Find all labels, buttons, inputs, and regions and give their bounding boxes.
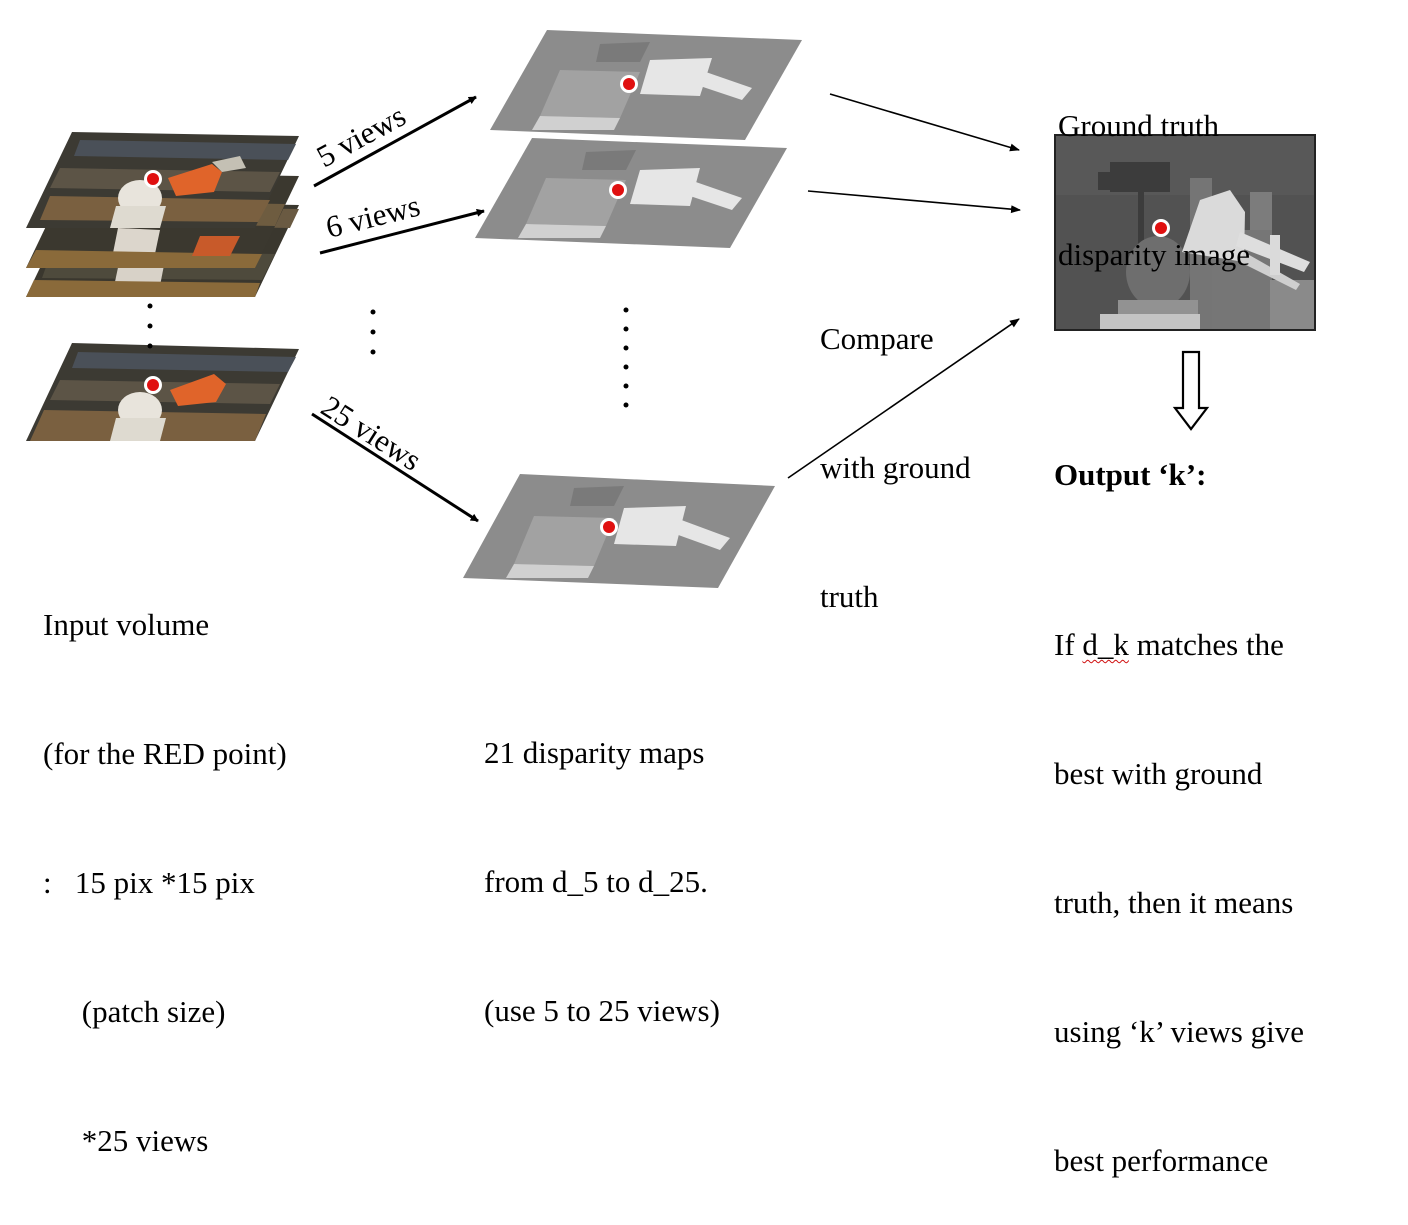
compare-arrow-d5 (829, 93, 1020, 152)
compare-line-3: truth (820, 579, 879, 614)
ellipsis-dots-input (147, 303, 153, 349)
ground-truth-title: Ground truth disparity image (1058, 18, 1250, 319)
compare-line-1: Compare (820, 321, 934, 356)
photo-slice-last (26, 343, 299, 441)
output-line-5: best performance (1054, 1143, 1269, 1178)
disparity-map-d6 (475, 138, 787, 248)
output-down-arrow (1172, 350, 1210, 431)
diagram-canvas: 5 views 6 views 25 views (26, 30, 1316, 588)
label-25-views: 25 views (315, 388, 427, 477)
output-line-3: truth, then it means (1054, 885, 1294, 920)
compare-line-2: with ground (820, 450, 971, 485)
output-title: Output ‘k’: (1054, 457, 1207, 492)
output-line-2: best with ground (1054, 756, 1263, 791)
output-description: If d_k matches the best with ground trut… (1054, 537, 1304, 1225)
ellipsis-dots-arrows (370, 309, 376, 355)
input-volume-description: Input volume (for the RED point) : 15 pi… (43, 517, 287, 1205)
ground-truth-line-1: Ground truth (1058, 108, 1220, 143)
input-image-stack (26, 132, 299, 297)
photo-slice-front (26, 132, 299, 228)
output-line-4: using ‘k’ views give (1054, 1014, 1304, 1049)
compare-arrow-d25 (787, 318, 1020, 479)
arrow-5-views (313, 95, 477, 188)
label-6-views: 6 views (322, 188, 423, 245)
output-term-dk: d_k (1082, 627, 1129, 662)
disparity-maps-line-2: from d_5 to d_25. (484, 864, 708, 899)
disparity-maps-line-1: 21 disparity maps (484, 735, 705, 770)
ground-truth-disparity-image (1054, 134, 1316, 331)
input-volume-line-5: *25 views (43, 1123, 209, 1158)
output-line-1-prefix: If (1054, 627, 1083, 662)
input-volume-line-4: (patch size) (43, 994, 226, 1029)
input-volume-line-3: : 15 pix *15 pix (43, 865, 255, 900)
disparity-map-d25 (463, 474, 775, 588)
output-line-1: If d_k matches the (1054, 623, 1304, 666)
arrow-25-views (311, 412, 479, 523)
ground-truth-line-2: disparity image (1058, 237, 1250, 272)
arrow-6-views (319, 208, 485, 255)
input-volume-line-2: (for the RED point) (43, 736, 287, 771)
disparity-maps-line-3: (use 5 to 25 views) (484, 993, 720, 1028)
disparity-maps-description: 21 disparity maps from d_5 to d_25. (use… (484, 645, 720, 1075)
label-5-views: 5 views (311, 98, 412, 174)
compare-arrow-d6 (807, 190, 1021, 214)
input-volume-line-1: Input volume (43, 607, 210, 642)
compare-label: Compare with ground truth (820, 231, 971, 661)
output-line-1-suffix: matches the (1128, 627, 1284, 662)
ellipsis-dots-maps (623, 307, 629, 408)
disparity-map-d5 (490, 30, 802, 140)
